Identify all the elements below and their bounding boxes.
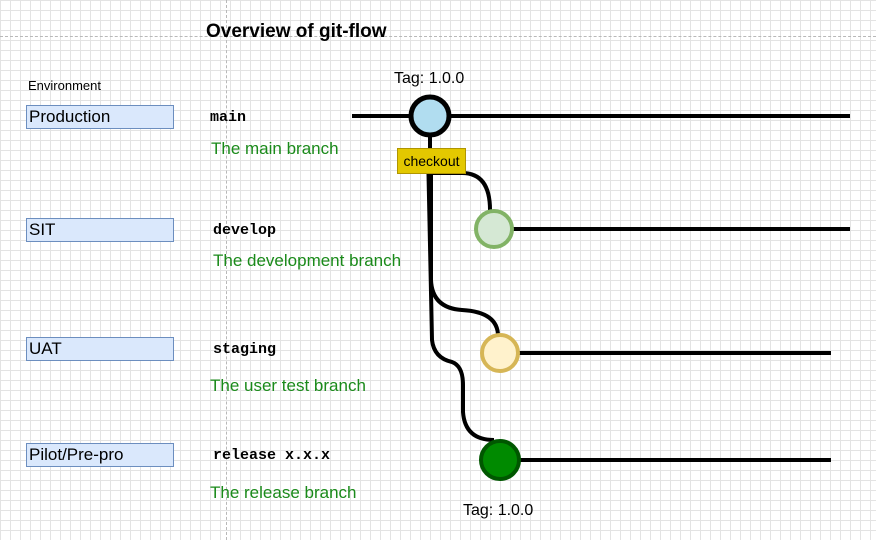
env-box-production[interactable]: Production — [26, 105, 174, 129]
release-commit-node[interactable] — [479, 439, 521, 481]
branch-name-develop[interactable]: develop — [213, 222, 277, 239]
branch-name-main[interactable]: main — [210, 109, 247, 126]
checkout-release-connector — [426, 149, 495, 442]
env-box-pilot[interactable]: Pilot/Pre-pro — [26, 443, 174, 467]
branch-desc-develop: The development branch — [213, 251, 402, 270]
branch-desc-main: The main branch — [211, 139, 339, 158]
main-commit-node[interactable] — [408, 94, 452, 138]
develop-commit-node[interactable] — [474, 209, 514, 249]
diagram-title: Overview of git-flow — [206, 21, 387, 42]
branch-name-staging[interactable]: staging — [213, 341, 277, 358]
main-tag-label: Tag: 1.0.0 — [394, 70, 465, 87]
env-box-uat[interactable]: UAT — [26, 337, 174, 361]
checkout-label[interactable]: checkout — [397, 148, 466, 174]
env-box-sit[interactable]: SIT — [26, 218, 174, 242]
branch-desc-staging: The user test branch — [210, 376, 366, 395]
horizontal-guide-line — [0, 36, 876, 37]
staging-commit-node[interactable] — [480, 333, 520, 373]
vertical-guide-line — [226, 0, 227, 540]
environment-header: Environment — [28, 78, 101, 93]
branch-desc-release: The release branch — [210, 483, 357, 502]
branch-name-release[interactable]: release x.x.x — [213, 447, 331, 464]
release-tag-label: Tag: 1.0.0 — [463, 502, 534, 519]
